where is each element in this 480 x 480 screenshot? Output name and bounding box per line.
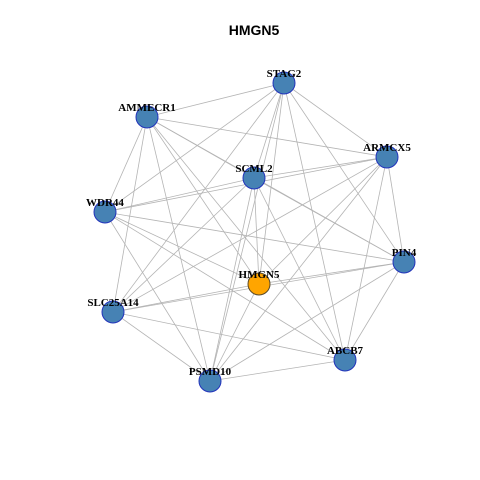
edge-armcx5-abcb7 xyxy=(344,156,388,361)
edge-pin4-psmd10 xyxy=(209,261,405,382)
edge-ammecr1-armcx5 xyxy=(146,116,388,158)
edge-scml2-psmd10 xyxy=(209,177,255,382)
node-label-pin4: PIN4 xyxy=(392,247,417,259)
edge-stag2-wdr44 xyxy=(104,82,285,213)
edge-ammecr1-slc25a14 xyxy=(112,116,148,313)
edge-scml2-slc25a14 xyxy=(112,177,255,313)
edge-hmgn5-psmd10 xyxy=(209,283,260,382)
edge-wdr44-hmgn5 xyxy=(104,211,260,285)
edge-abcb7-psmd10 xyxy=(209,359,346,382)
edge-layer xyxy=(104,82,405,382)
node-label-psmd10: PSMD10 xyxy=(189,366,232,378)
edge-pin4-abcb7 xyxy=(344,261,405,361)
edge-armcx5-pin4 xyxy=(386,156,405,263)
edge-wdr44-abcb7 xyxy=(104,211,346,361)
node-armcx5[interactable] xyxy=(375,145,399,169)
edge-slc25a14-psmd10 xyxy=(112,311,211,382)
node-ammecr1[interactable] xyxy=(135,105,159,129)
edge-stag2-armcx5 xyxy=(283,82,388,158)
edge-slc25a14-abcb7 xyxy=(112,311,346,361)
node-psmd10[interactable] xyxy=(198,369,222,393)
node-label-scml2: SCML2 xyxy=(235,163,273,175)
node-layer xyxy=(93,71,416,393)
node-scml2[interactable] xyxy=(242,166,266,190)
edge-stag2-ammecr1 xyxy=(146,82,285,118)
edge-armcx5-hmgn5 xyxy=(258,156,388,285)
edge-stag2-pin4 xyxy=(283,82,405,263)
edge-stag2-psmd10 xyxy=(209,82,285,382)
edge-wdr44-pin4 xyxy=(104,211,405,263)
node-wdr44[interactable] xyxy=(93,200,117,224)
label-layer: STAG2AMMECR1ARMCX5SCML2WDR44PIN4HMGN5SLC… xyxy=(86,68,417,378)
edge-scml2-abcb7 xyxy=(253,177,346,361)
edge-scml2-pin4 xyxy=(253,177,405,263)
node-label-hmgn5: HMGN5 xyxy=(239,269,280,281)
node-abcb7[interactable] xyxy=(333,348,357,372)
node-label-stag2: STAG2 xyxy=(267,68,302,80)
node-slc25a14[interactable] xyxy=(101,300,125,324)
edge-ammecr1-psmd10 xyxy=(146,116,211,382)
edge-stag2-hmgn5 xyxy=(258,82,285,285)
edge-stag2-slc25a14 xyxy=(112,82,285,313)
node-stag2[interactable] xyxy=(272,71,296,95)
edge-scml2-hmgn5 xyxy=(253,177,260,285)
node-label-slc25a14: SLC25A14 xyxy=(87,297,139,309)
diagram-title: HMGN5 xyxy=(229,22,280,38)
edge-armcx5-slc25a14 xyxy=(112,156,388,313)
edge-pin4-hmgn5 xyxy=(258,261,405,285)
node-pin4[interactable] xyxy=(392,250,416,274)
node-label-armcx5: ARMCX5 xyxy=(363,142,411,154)
edge-ammecr1-abcb7 xyxy=(146,116,346,361)
edge-armcx5-scml2 xyxy=(253,156,388,179)
edge-armcx5-psmd10 xyxy=(209,156,388,382)
edge-ammecr1-wdr44 xyxy=(104,116,148,213)
edge-stag2-scml2 xyxy=(253,82,285,179)
edge-ammecr1-hmgn5 xyxy=(146,116,260,285)
edge-stag2-abcb7 xyxy=(283,82,346,361)
edge-wdr44-psmd10 xyxy=(104,211,211,382)
node-label-wdr44: WDR44 xyxy=(86,197,124,209)
edge-scml2-wdr44 xyxy=(104,177,255,213)
node-hmgn5[interactable] xyxy=(247,272,271,296)
node-label-abcb7: ABCB7 xyxy=(327,345,364,357)
node-label-ammecr1: AMMECR1 xyxy=(118,102,175,114)
edge-hmgn5-slc25a14 xyxy=(112,283,260,313)
